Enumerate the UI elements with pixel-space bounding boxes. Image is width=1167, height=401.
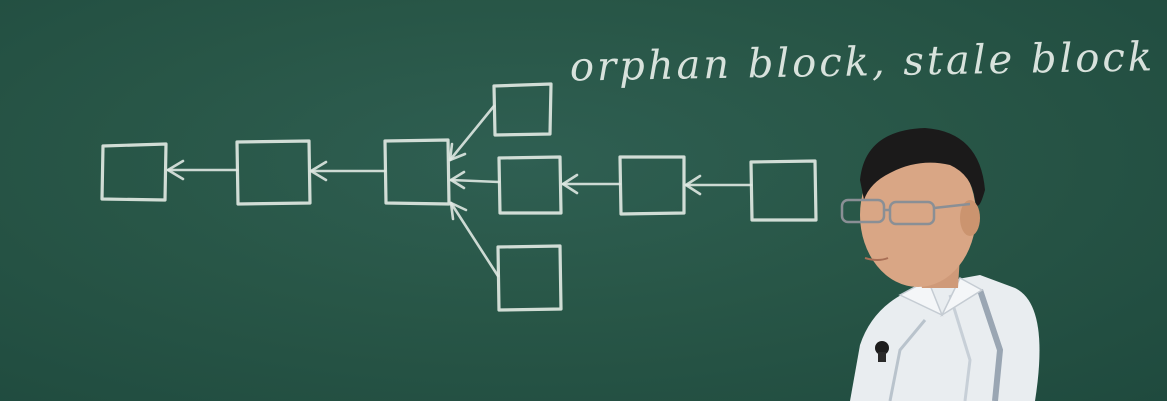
block-2: [235, 139, 312, 206]
lapel-microphone-icon: [875, 341, 889, 362]
block-fork-middle: [497, 155, 563, 215]
presenter-head: [860, 143, 976, 287]
presenter-figure: [840, 128, 1040, 401]
block-3: [383, 138, 451, 206]
arrow-forkbottom-to-block3: [449, 201, 500, 278]
arrow-block3-to-block2: [309, 160, 387, 182]
block-6: [749, 159, 818, 222]
arrow-block5-to-forkmiddle: [561, 173, 622, 195]
block-1: [100, 142, 168, 202]
block-fork-bottom: [496, 244, 563, 312]
arrow-block2-to-block1: [166, 159, 239, 181]
block-fork-top: [492, 82, 553, 137]
board-caption: orphan block, stale block: [569, 34, 1156, 91]
block-5: [618, 155, 686, 216]
presenter-shirt: [850, 275, 1040, 401]
arrow-forktop-to-block3: [448, 104, 496, 162]
presenter-hair: [860, 128, 985, 206]
glasses-icon: [840, 198, 971, 226]
arrow-forkmiddle-to-block3: [449, 170, 501, 190]
arrow-block6-to-block5: [684, 174, 753, 196]
